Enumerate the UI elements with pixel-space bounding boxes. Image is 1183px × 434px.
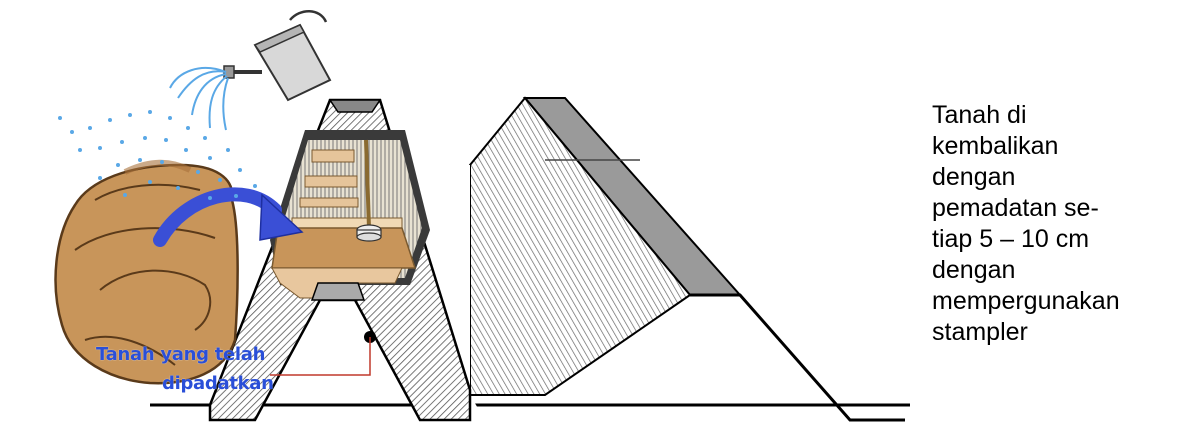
caption-line: dengan [932, 255, 1177, 286]
caption-line: kembalikan [932, 131, 1177, 162]
right-ridge [470, 98, 905, 420]
caption-line: tiap 5 – 10 cm [932, 224, 1177, 255]
caption-line: dengan [932, 162, 1177, 193]
diagram-illustration [0, 0, 920, 434]
caption-line: stampler [932, 317, 1177, 348]
caption-line: Tanah di [932, 100, 1177, 131]
caption-line: pemadatan se- [932, 193, 1177, 224]
water-streams [170, 68, 228, 130]
compacted-soil-label-line2: dipadatkan [162, 373, 274, 394]
caption-text: Tanah di kembalikan dengan pemadatan se-… [932, 100, 1177, 348]
compacted-soil-label-line1: Tanah yang telah [96, 344, 265, 365]
caption-line: mempergunakan [932, 286, 1177, 317]
watering-can-icon [224, 11, 330, 100]
